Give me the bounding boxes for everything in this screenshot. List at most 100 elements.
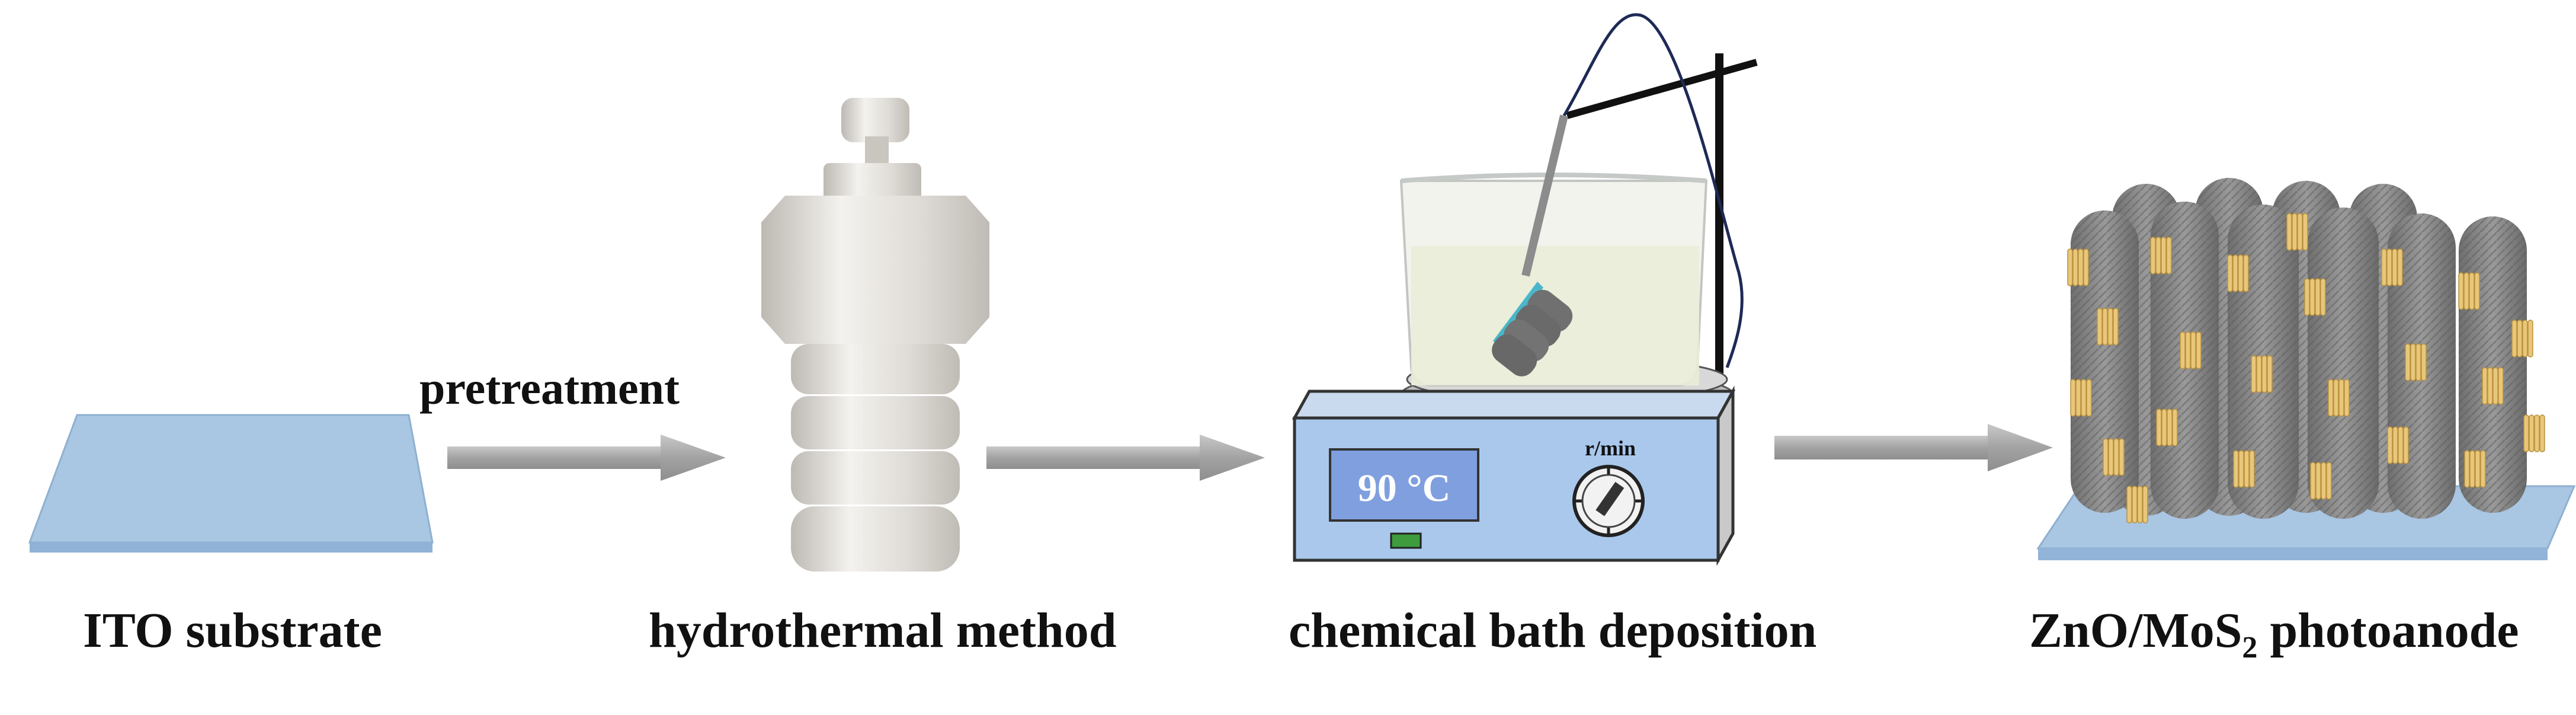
mos2-layer <box>2251 355 2257 393</box>
immersed-substrate <box>1492 282 1573 376</box>
nanorod-texture <box>2071 210 2139 513</box>
mos2-layer <box>2534 414 2540 452</box>
mos2-flake <box>2458 272 2480 310</box>
thermocouple-wire <box>1562 13 1744 368</box>
mos2-layer <box>2517 320 2523 358</box>
mos2-layer <box>2161 408 2167 446</box>
mos2-layer <box>2137 486 2143 524</box>
mos2-layer <box>2172 408 2178 446</box>
mos2-flake <box>2310 462 2332 500</box>
mos2-layer <box>2286 213 2292 251</box>
mos2-layer <box>2398 426 2404 464</box>
mos2-flake <box>2103 438 2125 476</box>
mos2-flake <box>2328 379 2350 417</box>
mos2-layer <box>2132 486 2138 524</box>
mos2-layer <box>2392 248 2398 286</box>
mos2-layer <box>2421 343 2427 381</box>
mos2-layer <box>2523 414 2529 452</box>
mos2-layer <box>2156 408 2162 446</box>
mos2-layer <box>2458 272 2464 310</box>
mos2-layer <box>2267 355 2273 393</box>
mos2-nanosheets <box>2067 213 2545 524</box>
mos2-flake <box>2126 486 2148 524</box>
ito-substrate <box>28 414 434 553</box>
mos2-layer <box>2113 438 2119 476</box>
zno-mos2-photoanode <box>2036 178 2576 560</box>
mos2-flake <box>2251 355 2273 393</box>
chemical-bath-setup: 90 °C r/min <box>1292 13 1758 566</box>
mos2-layer <box>2070 379 2076 417</box>
mos2-layer <box>2150 237 2156 274</box>
mos2-layer <box>2161 237 2167 274</box>
mos2-layer <box>2387 426 2393 464</box>
mos2-layer <box>2480 450 2486 488</box>
mos2-layer <box>2310 462 2316 500</box>
mos2-layer <box>2405 343 2411 381</box>
mos2-layer <box>2522 320 2528 358</box>
mos2-layer <box>2315 278 2321 316</box>
photoanode-label: ZnO/MoS2 photoanode <box>2029 602 2519 665</box>
mos2-layer <box>2469 272 2475 310</box>
mos2-flake <box>2180 331 2202 369</box>
mos2-layer <box>2190 331 2196 369</box>
mos2-layer <box>2256 355 2262 393</box>
mos2-layer <box>2392 426 2398 464</box>
mos2-flake <box>2464 450 2486 488</box>
mos2-layer <box>2233 450 2239 488</box>
hydrothermal-method-label: hydrothermal method <box>649 603 1117 658</box>
temperature-readout: 90 °C <box>1358 467 1451 510</box>
mos2-layer <box>2113 308 2119 346</box>
indicator-light <box>1390 532 1422 549</box>
mos2-layer <box>2338 379 2344 417</box>
mos2-flake <box>2381 248 2403 286</box>
mos2-layer <box>2326 462 2332 500</box>
mos2-layer <box>2227 254 2233 292</box>
mos2-flake <box>2227 254 2249 292</box>
mos2-layer <box>2067 248 2073 286</box>
autoclave-reactor <box>761 98 989 572</box>
mos2-layer <box>2261 355 2267 393</box>
mos2-flake <box>2511 320 2533 358</box>
mos2-layer <box>2475 450 2481 488</box>
clamp-bar <box>1566 59 1758 119</box>
mos2-layer <box>2180 331 2186 369</box>
temperature-display <box>1329 448 1479 522</box>
pretreatment-label: pretreatment <box>419 362 680 414</box>
mos2-layer <box>2539 414 2545 452</box>
photoanode-label-suffix: photoanode <box>2257 603 2519 658</box>
mos2-layer <box>2108 438 2114 476</box>
mos2-layer <box>2415 343 2421 381</box>
ito-substrate-label: ITO substrate <box>83 603 382 658</box>
process-arrow-3 <box>1774 424 2053 471</box>
stirring-speed-dial <box>1572 465 1645 537</box>
mos2-layer <box>2309 278 2315 316</box>
mos2-layer <box>2185 331 2191 369</box>
mos2-flake <box>2286 213 2308 251</box>
mos2-flake <box>2482 367 2504 405</box>
mos2-layer <box>2403 426 2409 464</box>
photoanode-label-prefix: ZnO/MoS <box>2029 603 2242 658</box>
mos2-layer <box>2292 213 2298 251</box>
mos2-flake <box>2233 450 2255 488</box>
mos2-layer <box>2097 308 2103 346</box>
mos2-layer <box>2333 379 2339 417</box>
mos2-layer <box>2081 379 2087 417</box>
photoanode-label-subscript: 2 <box>2242 631 2258 665</box>
mos2-flake <box>2097 308 2119 346</box>
mos2-layer <box>2107 308 2113 346</box>
mos2-layer <box>2238 254 2244 292</box>
mos2-layer <box>2238 450 2244 488</box>
chemical-bath-deposition-label: chemical bath deposition <box>1289 603 1817 658</box>
mos2-layer <box>2083 248 2089 286</box>
process-arrow-1 <box>447 435 726 481</box>
mos2-flake <box>2067 248 2089 286</box>
mos2-layer <box>2381 248 2387 286</box>
mos2-layer <box>2386 248 2392 286</box>
mos2-layer <box>2155 237 2161 274</box>
mos2-layer <box>2249 450 2255 488</box>
mos2-layer <box>2397 248 2403 286</box>
speed-unit-label: r/min <box>1585 436 1636 460</box>
mos2-layer <box>2469 450 2475 488</box>
mos2-layer <box>2119 438 2125 476</box>
